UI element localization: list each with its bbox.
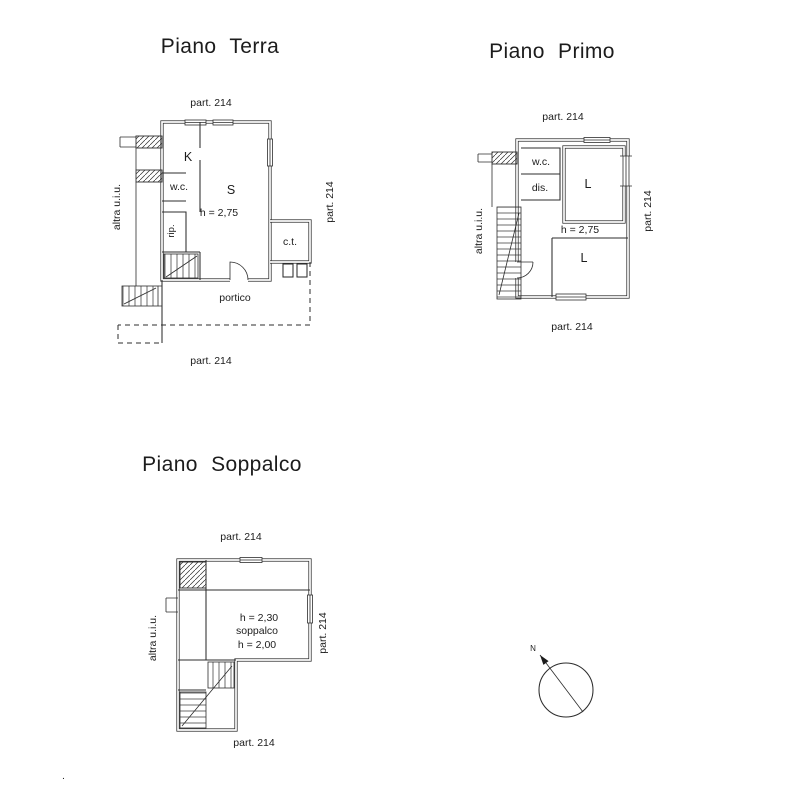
wing-wall — [477, 153, 492, 163]
stair-steps — [163, 253, 199, 279]
parcel-label-top: part. 214 — [220, 531, 262, 543]
terra-ct-annex-wall-core — [270, 220, 311, 263]
terra-ct-pillars — [282, 263, 308, 278]
primo-windows — [555, 136, 632, 302]
stair-connector — [158, 285, 162, 307]
parcel-label-top: part. 214 — [190, 97, 232, 109]
stair-diagonal — [123, 287, 157, 305]
closet-rip-wall — [162, 211, 187, 252]
soppalco-adjacent-unit-walls — [165, 561, 207, 613]
window — [620, 155, 632, 187]
height-label-lower: h = 2,00 — [238, 639, 276, 651]
lower-room-wall — [551, 237, 628, 297]
hatched-wall-stub — [135, 135, 163, 149]
primo-bedroom-wall-core — [563, 146, 625, 223]
hatched-wall-stub — [135, 169, 163, 183]
wing-wall — [119, 136, 136, 148]
parcel-label-bottom: part. 214 — [551, 321, 593, 333]
pillar — [296, 263, 308, 278]
primo-interior-walls — [521, 147, 628, 297]
terra-labels: part. 214 K w.c. S h = 2,75 rip. c.t. po… — [111, 97, 336, 367]
height-label: h = 2,75 — [200, 207, 238, 219]
pillar — [282, 263, 294, 278]
adjacent-unit-label: altra u.i.u. — [111, 184, 123, 230]
stair-diagonal — [498, 212, 520, 296]
terra-stairs — [163, 253, 199, 279]
terra-adjacent-unit-walls — [119, 135, 163, 286]
parcel-label-bottom: part. 214 — [190, 355, 232, 367]
compass-circle — [538, 662, 594, 718]
terra-door — [229, 261, 249, 284]
room-label-soggiorno: S — [227, 183, 235, 197]
wing-wall — [165, 597, 178, 613]
door-gap — [230, 276, 248, 284]
parcel-label-right: part. 214 — [317, 612, 329, 654]
plan-soppalco-title: Piano Soppalco — [142, 453, 302, 476]
soppalco-windows — [239, 556, 315, 624]
room-label-ct: c.t. — [283, 236, 297, 248]
stair-diagonal — [181, 665, 233, 727]
stair-steps-lower — [179, 691, 207, 729]
window-gap — [185, 118, 206, 126]
compass-needle — [539, 654, 584, 713]
room-label-kitchen: K — [184, 150, 193, 164]
primo-bedroom-wall — [562, 145, 626, 224]
plan-piano-soppalco: Piano Soppalco — [142, 453, 329, 749]
terra-main-wall-core — [161, 121, 271, 281]
parcel-label-top: part. 214 — [542, 111, 584, 123]
terra-exterior-stair — [121, 285, 162, 307]
room-label-letto-lower: L — [581, 251, 588, 265]
height-label-upper: h = 2,30 — [240, 612, 278, 624]
plan-piano-primo: Piano Primo — [473, 40, 654, 333]
height-label: h = 2,75 — [561, 224, 599, 236]
north-compass: N — [530, 644, 594, 718]
room-label-dis: dis. — [532, 182, 548, 194]
portico-dashed-edge — [117, 262, 311, 344]
primo-labels: part. 214 w.c. dis. L h = 2,75 L altra u… — [473, 111, 654, 333]
room-label-wc: w.c. — [531, 156, 550, 168]
adjacent-unit-label: altra u.i.u. — [473, 208, 485, 254]
window-gap — [213, 118, 233, 126]
room-label-soppalco: soppalco — [236, 625, 278, 637]
terra-windows — [184, 118, 274, 167]
door-swing-arc — [229, 261, 249, 281]
room-label-wc: w.c. — [169, 181, 188, 193]
primo-adjacent-unit-walls — [477, 151, 518, 207]
stair-steps-upper — [207, 661, 235, 689]
corner-dot: . — [62, 770, 65, 782]
terra-exterior-walls — [160, 120, 312, 282]
room-label-portico: portico — [219, 292, 251, 304]
window-gap — [240, 556, 262, 565]
hatched-wall-stub — [179, 561, 207, 589]
soppalco-labels: part. 214 h = 2,30 soppalco h = 2,00 alt… — [147, 531, 329, 749]
plan-terra-title: Piano Terra — [161, 35, 279, 58]
hatched-wall-stub — [491, 151, 518, 165]
stair-enclosure-wall — [162, 251, 201, 280]
stair-diagonal — [165, 255, 198, 278]
north-arrowhead-icon — [540, 655, 549, 665]
parcel-label-right: part. 214 — [642, 190, 654, 232]
room-label-rip: rip. — [166, 224, 177, 237]
parcel-label-bottom: part. 214 — [233, 737, 275, 749]
north-label: N — [530, 644, 536, 653]
room-label-letto-upper: L — [585, 177, 592, 191]
adjacent-unit-label: altra u.i.u. — [147, 615, 159, 661]
plan-primo-title: Piano Primo — [489, 40, 615, 63]
terra-portico-boundary — [117, 262, 311, 344]
soppalco-stairs — [179, 661, 235, 729]
window-gap — [306, 595, 315, 623]
parcel-label-right: part. 214 — [324, 181, 336, 223]
plan-piano-terra: Piano Terra — [111, 35, 336, 367]
primo-stairs — [496, 206, 522, 300]
terra-interior-walls — [162, 122, 201, 280]
